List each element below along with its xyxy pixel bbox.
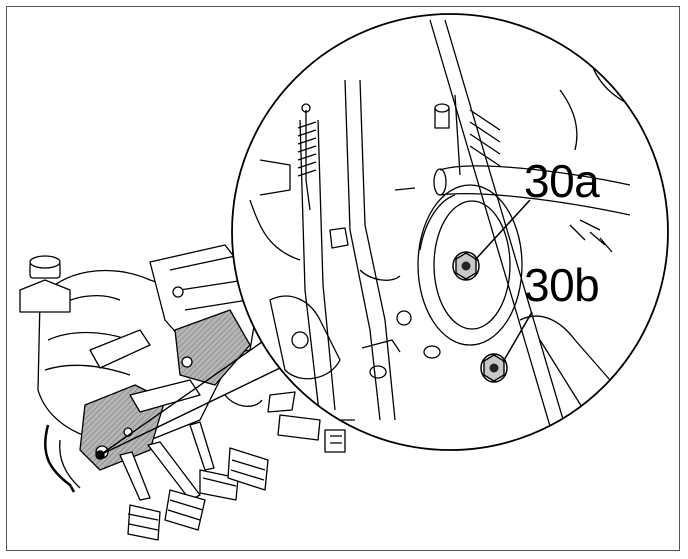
- bolt-icon: [452, 251, 480, 281]
- callout-wedge: [95, 341, 281, 460]
- pedal-assembly: [19, 244, 346, 541]
- callout-leaders: [474, 199, 533, 363]
- bolt-icon: [480, 353, 508, 383]
- callout-label-30b: 30b: [524, 259, 600, 311]
- mounting-disc: [417, 184, 523, 346]
- detail-circle-outline: [231, 13, 669, 451]
- callout-label-30a: 30a: [524, 155, 600, 207]
- return-spring: [297, 103, 317, 211]
